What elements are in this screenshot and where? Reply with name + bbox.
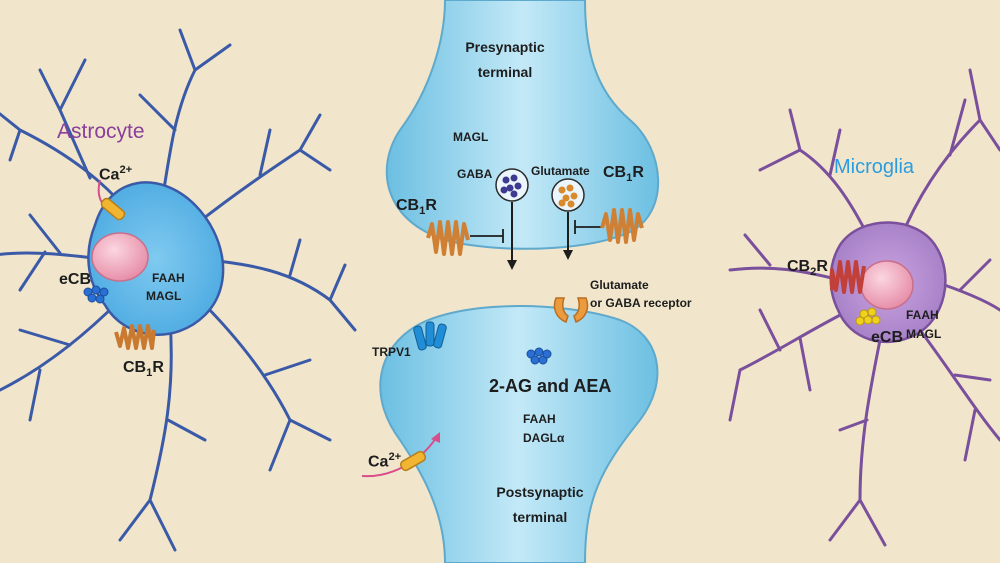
receptor-label-line1: Glutamate [590,278,649,292]
presynaptic-label-line2: terminal [477,64,533,80]
astrocyte-ca-label: Ca2+ [99,164,133,184]
astrocyte-cb1r [114,324,156,350]
glutamate-gaba-receptor [553,297,589,323]
presynaptic-cb1r-right-label: CB1R [603,164,644,185]
trpv1-label: TRPV1 [372,345,411,359]
glutamate-vesicle [551,178,585,212]
release-arrows [511,202,569,262]
microglia-nucleus [860,260,914,310]
presynaptic-magl-label: MAGL [453,130,489,144]
postsynaptic-label-line1: Postsynaptic [496,484,584,500]
astrocyte-magl-label: MAGL [146,289,182,303]
presynaptic-label-line1: Presynaptic [465,39,545,55]
postsynaptic-terminal [379,305,659,563]
astrocyte-nucleus [91,232,149,282]
postsynaptic-ca-label: Ca2+ [368,451,402,471]
presynaptic-terminal [385,0,660,250]
astrocyte-ca-channel [100,197,126,221]
astrocyte-ecb-molecules [83,285,109,304]
microglia-magl-label: MAGL [906,327,942,341]
two-ag-aea-label: 2-AG and AEA [489,376,612,396]
postsynaptic-ecb-molecules [526,347,552,365]
microglia-cell [728,68,1000,547]
trpv1-channel [413,321,447,351]
receptor-label-line2: or GABA receptor [590,296,692,310]
postsynaptic-faah-label: FAAH [523,412,556,426]
gaba-molecules [500,174,522,198]
postsynaptic-ca-arrowhead [431,432,440,443]
presynaptic-cb1r-left [426,220,470,256]
postsynaptic-ca-channel [399,450,427,472]
microglia-title: Microglia [834,156,915,178]
gaba-label: GABA [457,167,493,181]
presynaptic-cb1r-right [600,208,644,244]
gaba-release-arrowhead [507,260,517,270]
microglia-ecb-label: eCB [871,329,904,346]
microglia-cb2r-label: CB2R [787,258,828,279]
astrocyte-cell [0,28,357,552]
glutamate-release-arrowhead [563,250,573,260]
postsynaptic-dagl-label: DAGLα [523,431,565,445]
microglia-ecb-molecules [855,307,881,326]
astrocyte-faah-label: FAAH [152,271,185,285]
cb1r-inhibition-lines [470,220,602,243]
astrocyte-title: Astrocyte [57,120,145,143]
astrocyte-ecb-label: eCB [59,271,92,288]
microglia-faah-label: FAAH [906,308,939,322]
glutamate-label: Glutamate [531,164,590,178]
glutamate-molecules [558,184,578,208]
astrocyte-cb1r-label: CB1R [123,359,164,380]
presynaptic-cb1r-left-label: CB1R [396,197,437,218]
postsynaptic-label-line2: terminal [512,509,568,525]
microglia-cb2r [830,260,866,294]
